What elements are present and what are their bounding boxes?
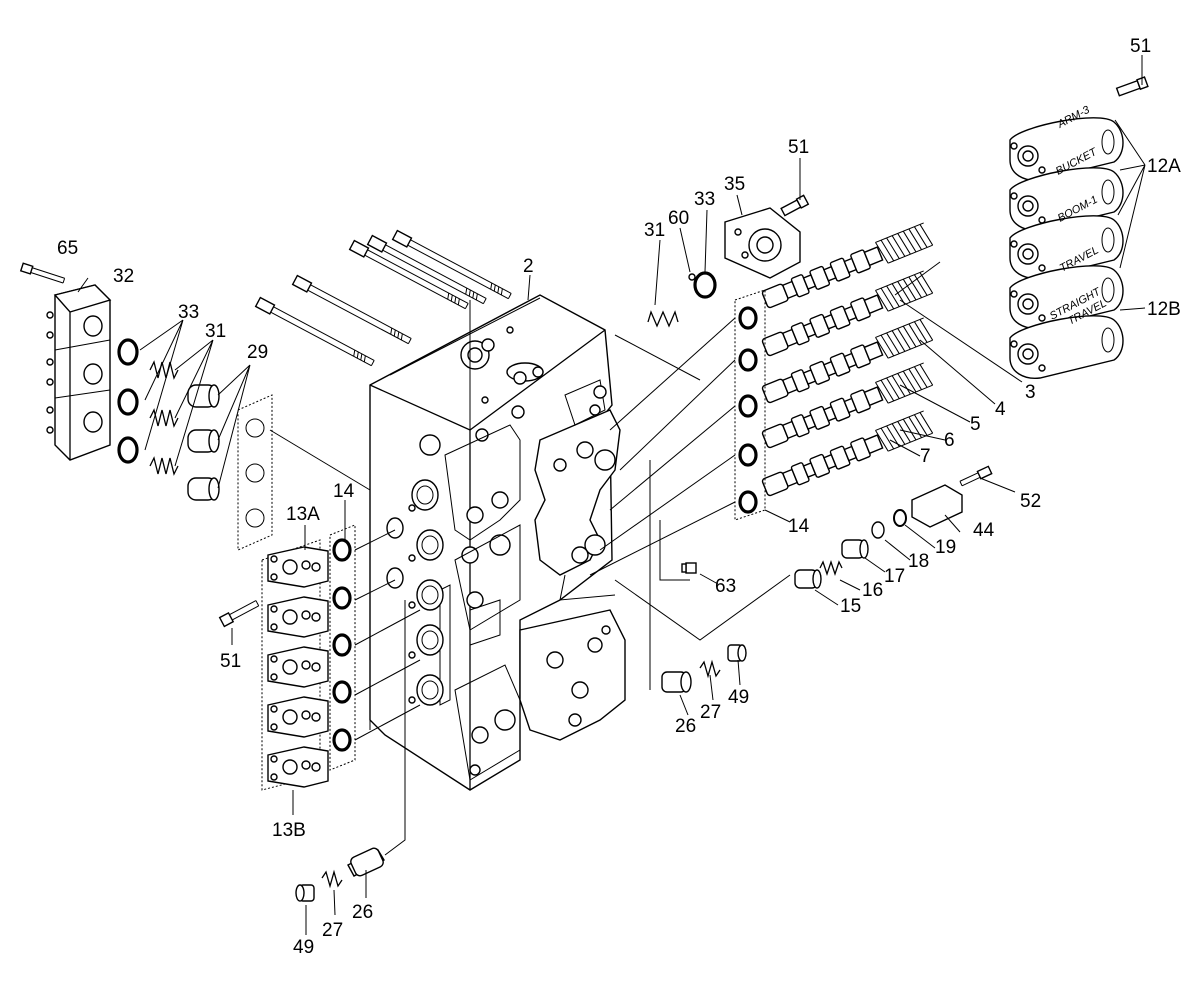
label-part-27-lower: 27 xyxy=(322,920,343,941)
spring-31-top xyxy=(647,310,679,328)
assembly-lines xyxy=(77,55,1146,935)
label-part-33-top: 33 xyxy=(694,189,715,210)
label-part-51-top: 51 xyxy=(788,137,809,158)
body-left-face-ports xyxy=(386,479,444,706)
label-part-12a: 12A xyxy=(1147,156,1181,177)
label-part-31-left: 31 xyxy=(205,321,226,342)
label-part-14-right: 14 xyxy=(788,516,810,537)
parts-26-27-49-lower xyxy=(295,847,385,902)
label-part-51-left: 51 xyxy=(220,651,241,672)
label-part-51-top-right: 51 xyxy=(1130,36,1151,57)
label-part-35: 35 xyxy=(724,174,745,195)
label-part-27-mid: 27 xyxy=(700,702,721,723)
right-gasket-plate xyxy=(734,289,766,521)
label-part-5: 5 xyxy=(970,414,981,435)
label-part-7: 7 xyxy=(920,446,931,467)
label-part-13b: 13B xyxy=(272,820,306,841)
o-rings-33 xyxy=(117,338,139,464)
end-block-32 xyxy=(20,262,112,461)
label-part-31-top: 31 xyxy=(644,220,665,241)
part-labels: 2 3 4 5 6 7 12A 12B 13A 13B 14 14 15 16 … xyxy=(57,36,1181,958)
caps-12 xyxy=(1009,76,1149,380)
label-part-6: 6 xyxy=(944,430,955,451)
o-ring-33-top xyxy=(693,271,717,299)
spool-6 xyxy=(759,362,934,452)
springs-31 xyxy=(149,360,179,476)
label-part-65: 65 xyxy=(57,238,78,259)
label-part-52: 52 xyxy=(1020,491,1041,512)
parts-26-27-49-mid xyxy=(661,644,747,693)
label-part-26-mid: 26 xyxy=(675,716,696,737)
label-part-32: 32 xyxy=(113,266,134,287)
valve-body xyxy=(369,294,613,791)
label-part-49-lower: 49 xyxy=(293,937,314,958)
label-part-13a: 13A xyxy=(286,504,320,525)
pistons-29 xyxy=(187,384,220,501)
label-part-3: 3 xyxy=(1025,382,1036,403)
bolt-51-top xyxy=(780,194,810,217)
ball-60 xyxy=(688,273,696,281)
block-35 xyxy=(724,207,801,279)
left-caps xyxy=(218,539,329,791)
valve-body-right-face xyxy=(519,379,626,741)
gasket-plate-29 xyxy=(237,394,273,551)
label-part-60: 60 xyxy=(668,208,689,229)
label-part-44: 44 xyxy=(973,520,995,541)
left-gasket-plate xyxy=(329,524,356,771)
label-part-29: 29 xyxy=(247,342,268,363)
tie-bolts xyxy=(254,229,512,367)
label-part-18: 18 xyxy=(908,551,929,572)
label-part-49-mid: 49 xyxy=(728,687,749,708)
label-part-4: 4 xyxy=(995,399,1006,420)
label-part-17: 17 xyxy=(884,566,905,587)
label-part-19: 19 xyxy=(935,537,956,558)
label-part-16: 16 xyxy=(862,580,883,601)
small-parts-right xyxy=(681,465,993,589)
label-part-26-lower: 26 xyxy=(352,902,373,923)
label-part-14-left: 14 xyxy=(333,481,355,502)
label-part-15: 15 xyxy=(840,596,861,617)
label-part-12b: 12B xyxy=(1147,299,1181,320)
label-part-2: 2 xyxy=(523,256,534,277)
label-part-33-left: 33 xyxy=(178,302,199,323)
label-part-63: 63 xyxy=(715,576,736,597)
